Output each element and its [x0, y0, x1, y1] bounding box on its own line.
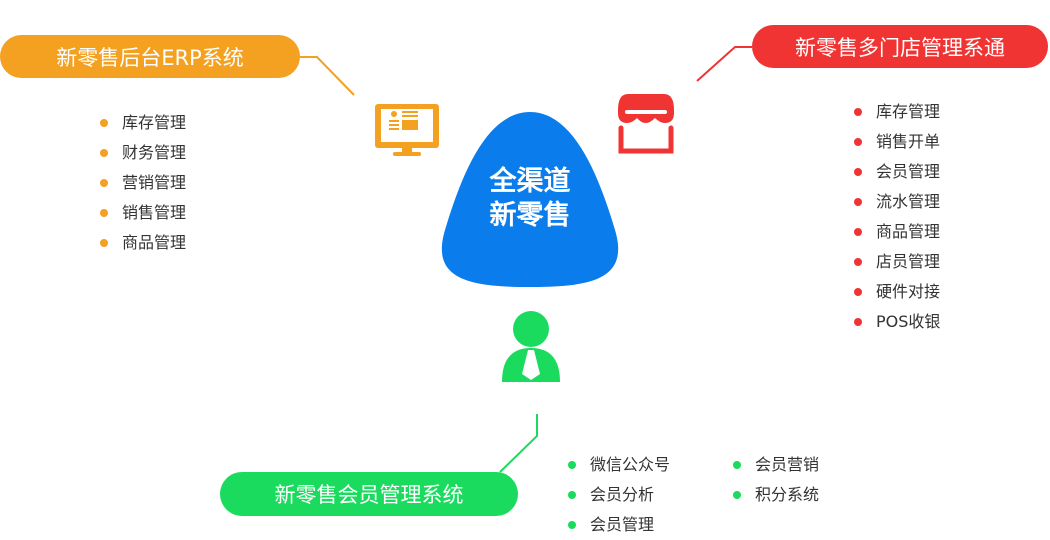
computer-icon	[375, 104, 439, 156]
item-label: 商品管理	[122, 233, 187, 252]
center-blob	[441, 112, 619, 287]
item-label: 硬件对接	[876, 282, 941, 301]
bullet-icon	[854, 198, 862, 206]
list-item: 会员营销	[733, 450, 819, 480]
member-feature-list-1: 微信公众号 会员分析 会员管理	[568, 450, 670, 540]
bullet-icon	[733, 491, 741, 499]
list-item: 会员管理	[568, 510, 670, 540]
bullet-icon	[854, 258, 862, 266]
bullet-icon	[100, 119, 108, 127]
member-person-icon	[502, 311, 560, 382]
list-item: 销售开单	[854, 127, 940, 157]
bullet-icon	[100, 239, 108, 247]
bullet-icon	[733, 461, 741, 469]
item-label: 销售开单	[876, 132, 941, 151]
bullet-icon	[854, 138, 862, 146]
member-feature-list-2: 会员营销 积分系统	[733, 450, 819, 510]
list-item: 营销管理	[100, 168, 186, 198]
list-item: 微信公众号	[568, 450, 670, 480]
bullet-icon	[568, 521, 576, 529]
bullet-icon	[854, 108, 862, 116]
item-label: 会员管理	[590, 515, 655, 534]
list-item: 库存管理	[100, 108, 186, 138]
list-item: 硬件对接	[854, 277, 940, 307]
item-label: 积分系统	[755, 485, 820, 504]
bullet-icon	[854, 318, 862, 326]
bullet-icon	[100, 179, 108, 187]
list-item: POS收银	[854, 307, 940, 337]
list-item: 会员管理	[854, 157, 940, 187]
item-label: 会员营销	[755, 455, 820, 474]
bullet-icon	[100, 209, 108, 217]
bullet-icon	[854, 288, 862, 296]
erp-connector-line	[300, 56, 355, 96]
item-label: 营销管理	[122, 173, 187, 192]
store-connector-line	[696, 46, 752, 82]
store-icon	[618, 94, 674, 154]
item-label: 会员分析	[590, 485, 655, 504]
member-title-pill: 新零售会员管理系统	[220, 472, 518, 516]
bullet-icon	[854, 168, 862, 176]
item-label: POS收银	[876, 312, 941, 331]
list-item: 会员分析	[568, 480, 670, 510]
list-item: 库存管理	[854, 97, 940, 127]
erp-feature-list: 库存管理 财务管理 营销管理 销售管理 商品管理	[100, 108, 186, 258]
bullet-icon	[100, 149, 108, 157]
item-label: 库存管理	[876, 102, 941, 121]
list-item: 商品管理	[854, 217, 940, 247]
item-label: 库存管理	[122, 113, 187, 132]
center-label: 全渠道 新零售	[440, 165, 620, 233]
item-label: 会员管理	[876, 162, 941, 181]
item-label: 微信公众号	[590, 455, 671, 474]
erp-title-pill: 新零售后台ERP系统	[0, 35, 300, 78]
bullet-icon	[568, 461, 576, 469]
store-title-pill: 新零售多门店管理系通	[752, 25, 1048, 68]
bullet-icon	[854, 228, 862, 236]
item-label: 销售管理	[122, 203, 187, 222]
item-label: 财务管理	[122, 143, 187, 162]
bullet-icon	[568, 491, 576, 499]
item-label: 店员管理	[876, 252, 941, 271]
center-line-2: 新零售	[489, 200, 571, 231]
center-line-1: 全渠道	[489, 166, 571, 197]
item-label: 流水管理	[876, 192, 941, 211]
member-connector-line	[499, 414, 538, 473]
item-label: 商品管理	[876, 222, 941, 241]
store-feature-list: 库存管理 销售开单 会员管理 流水管理 商品管理 店员管理 硬件对接 POS收银	[854, 97, 940, 337]
list-item: 财务管理	[100, 138, 186, 168]
list-item: 销售管理	[100, 198, 186, 228]
list-item: 商品管理	[100, 228, 186, 258]
list-item: 店员管理	[854, 247, 940, 277]
list-item: 积分系统	[733, 480, 819, 510]
list-item: 流水管理	[854, 187, 940, 217]
